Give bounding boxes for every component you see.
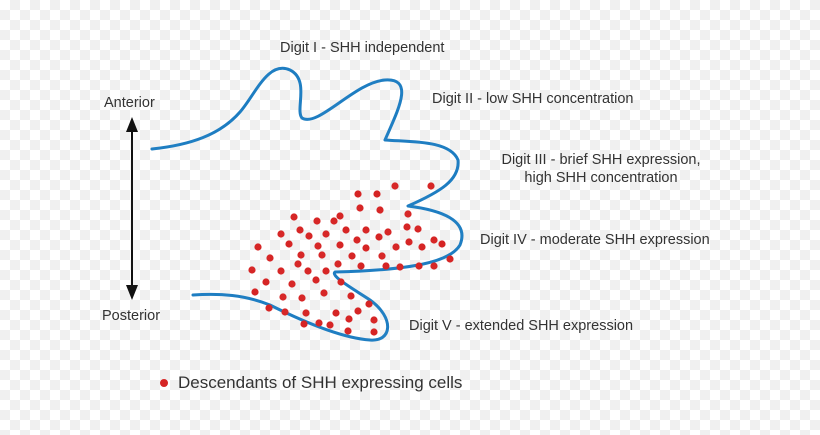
digit-3-label-line1: Digit III - brief SHH expression,: [501, 152, 701, 168]
cell-dot: [266, 254, 274, 262]
cell-dot: [357, 262, 365, 270]
digit-5-label: Digit V - extended SHH expression: [409, 318, 634, 334]
cell-dot: [353, 236, 361, 244]
cell-dot: [404, 210, 412, 218]
cell-dot: [375, 233, 383, 241]
digit-4-label: Digit IV - moderate SHH expression: [480, 232, 710, 248]
cell-dot: [348, 252, 356, 260]
cell-dot: [322, 230, 330, 238]
digit-1-label: Digit I - SHH independent: [280, 40, 445, 56]
cell-dot: [365, 300, 373, 308]
cell-dot: [302, 309, 310, 317]
cell-dot: [248, 266, 256, 274]
cell-dot: [405, 238, 413, 246]
cell-dot: [337, 278, 345, 286]
cell-dot: [318, 251, 326, 259]
digit-3-label: Digit III - brief SHH expression, high S…: [486, 151, 716, 187]
cell-dot: [314, 242, 322, 250]
cell-dot: [396, 263, 404, 271]
cell-dot: [279, 293, 287, 301]
cell-dot: [430, 236, 438, 244]
cell-dot: [344, 327, 352, 335]
cell-dot: [345, 315, 353, 323]
axis-arrowhead-up: [126, 117, 138, 132]
cell-dot: [391, 182, 399, 190]
cell-dot: [370, 328, 378, 336]
cell-dot: [336, 241, 344, 249]
cell-dot: [265, 304, 273, 312]
cell-dot: [262, 278, 270, 286]
cell-dot: [347, 292, 355, 300]
cell-dot: [392, 243, 400, 251]
cell-dot: [277, 267, 285, 275]
cell-dot: [403, 223, 411, 231]
cell-dot: [354, 307, 362, 315]
cell-dot: [254, 243, 262, 251]
shh-cell-dots: [248, 182, 454, 336]
cell-dot: [285, 240, 293, 248]
cell-dot: [332, 309, 340, 317]
cell-dot: [430, 262, 438, 270]
legend-dot-icon: [160, 379, 168, 387]
cell-dot: [427, 182, 435, 190]
anterior-label: Anterior: [104, 95, 155, 111]
digit-3-label-line2: high SHH concentration: [524, 170, 678, 186]
cell-dot: [336, 212, 344, 220]
digit-2-label: Digit II - low SHH concentration: [432, 91, 634, 107]
cell-dot: [296, 226, 304, 234]
legend-label: Descendants of SHH expressing cells: [178, 373, 463, 392]
cell-dot: [281, 308, 289, 316]
cell-dot: [376, 206, 384, 214]
cell-dot: [438, 240, 446, 248]
cell-dot: [370, 316, 378, 324]
cell-dot: [414, 225, 422, 233]
hand-outline: [150, 66, 464, 342]
cell-dot: [418, 243, 426, 251]
cell-dot: [277, 230, 285, 238]
cell-dot: [373, 190, 381, 198]
cell-dot: [298, 294, 306, 302]
cell-dot: [290, 213, 298, 221]
axis-arrowhead-down: [126, 285, 138, 300]
cell-dot: [304, 267, 312, 275]
cell-dot: [315, 319, 323, 327]
cell-dot: [356, 204, 364, 212]
cell-dot: [334, 260, 342, 268]
cell-dot: [378, 252, 386, 260]
cell-dot: [300, 320, 308, 328]
cell-dot: [326, 321, 334, 329]
cell-dot: [294, 260, 302, 268]
cell-dot: [362, 244, 370, 252]
cell-dot: [354, 190, 362, 198]
cell-dot: [312, 276, 320, 284]
cell-dot: [320, 289, 328, 297]
cell-dot: [446, 255, 454, 263]
cell-dot: [251, 288, 259, 296]
cell-dot: [362, 226, 370, 234]
posterior-label: Posterior: [102, 308, 161, 324]
cell-dot: [382, 262, 390, 270]
cell-dot: [330, 217, 338, 225]
cell-dot: [305, 232, 313, 240]
cell-dot: [415, 262, 423, 270]
cell-dot: [322, 267, 330, 275]
cell-dot: [297, 251, 305, 259]
cell-dot: [288, 280, 296, 288]
cell-dot: [342, 226, 350, 234]
cell-dot: [384, 228, 392, 236]
cell-dot: [313, 217, 321, 225]
